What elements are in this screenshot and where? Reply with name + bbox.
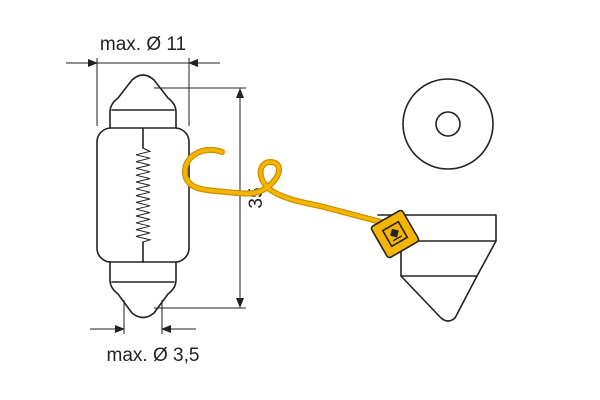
top-diameter-label: max. Ø 11 [100, 34, 186, 55]
dimension-top-diameter: max. Ø 11 [66, 34, 220, 126]
cable-core [183, 148, 387, 225]
dimension-bottom-diameter: max. Ø 3,5 [90, 300, 199, 366]
bulb-front-view [96, 74, 190, 319]
hanging-cable [181, 146, 388, 226]
bulb-end-view [402, 78, 494, 170]
blister-pack-icon [381, 220, 409, 248]
bulb-top-cap [109, 74, 177, 129]
bottom-diameter-label: max. Ø 3,5 [107, 345, 200, 366]
end-view-outer-circle [402, 78, 494, 170]
cap-profile-tip [400, 275, 478, 322]
package-tag [370, 209, 420, 259]
filament-coil [135, 147, 152, 243]
end-view-inner-circle [435, 111, 461, 137]
bulb-bottom-cap [109, 261, 177, 319]
dimension-length: 35 [154, 87, 267, 309]
cable-outline [181, 146, 388, 226]
